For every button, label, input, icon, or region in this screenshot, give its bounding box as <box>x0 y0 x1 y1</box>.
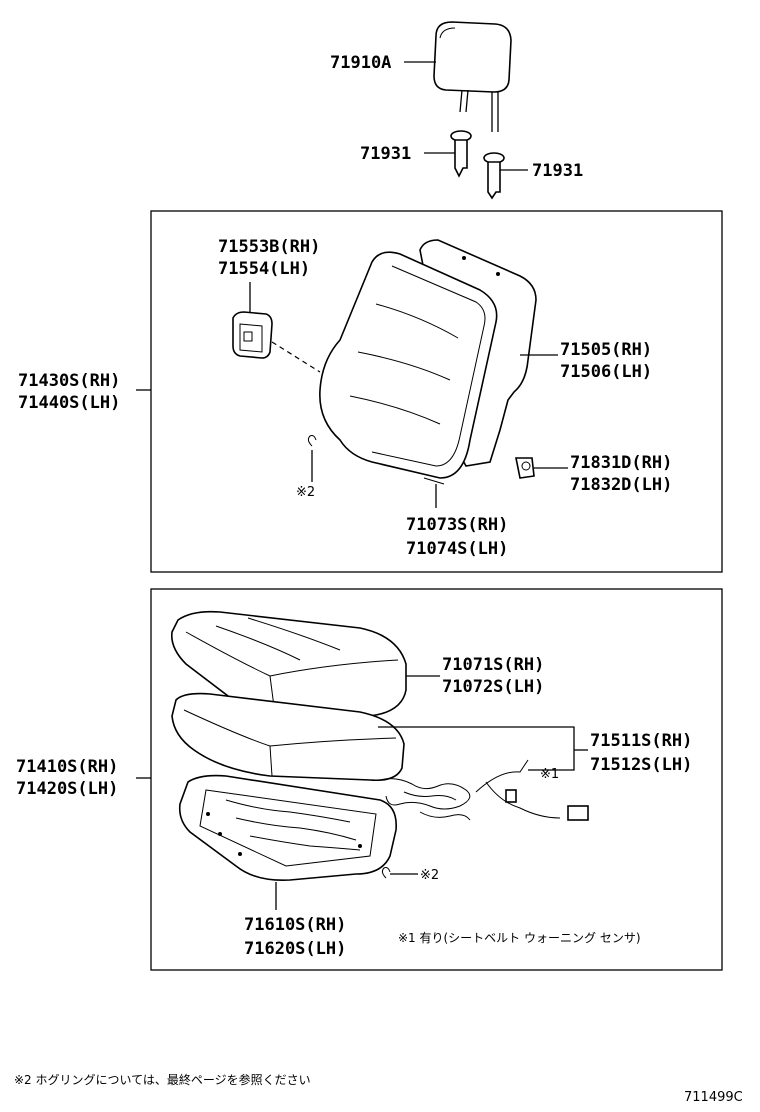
headrest-support-right-illustration <box>483 152 505 200</box>
label-cushion-cover-lh: 71072S(LH) <box>442 677 544 697</box>
label-pad-cover-rh: 71553B(RH) <box>218 237 320 257</box>
label-frame-board-lh: 71506(LH) <box>560 362 652 382</box>
leader-cushion-pad <box>378 726 575 771</box>
cushion-box <box>150 588 723 971</box>
label-hook-lh: 71832D(LH) <box>570 475 672 495</box>
cushion-cover-illustration <box>170 610 407 723</box>
hogring-cushion-icon <box>381 867 391 879</box>
label-seatback-assembly-rh: 71430S(RH) <box>18 371 120 391</box>
label-pad-cover-lh: 71554(LH) <box>218 259 310 279</box>
label-seatback-cover-lh: 71074S(LH) <box>406 539 508 559</box>
label-cushion-pad-rh: 71511S(RH) <box>590 731 692 751</box>
label-seatback-cover-rh: 71073S(RH) <box>406 515 508 535</box>
label-headrest: 71910A <box>330 53 391 73</box>
label-cushion-assembly-lh: 71420S(LH) <box>16 779 118 799</box>
headrest-support-left-illustration <box>450 130 472 178</box>
label-cushion-assembly-rh: 71410S(RH) <box>16 757 118 777</box>
label-cushion-frame-lh: 71620S(LH) <box>244 939 346 959</box>
label-hogring-seatback: ※2 <box>296 485 315 500</box>
cushion-frame-illustration <box>178 774 397 882</box>
label-cushion-cover-rh: 71071S(RH) <box>442 655 544 675</box>
diagram-reference-number: 711499C <box>684 1090 743 1105</box>
note-hogring: ※2 ホグリングについては、最終ページを参照ください <box>14 1072 311 1087</box>
note-sensor: ※1 有り(シートベルト ウォーニング センサ) <box>398 931 641 945</box>
seatbelt-sensor-illustration <box>379 759 589 821</box>
seatback-pad-cover-illustration <box>232 311 273 359</box>
label-support-left: 71931 <box>360 144 411 164</box>
leader-pad-cover-dashed <box>271 341 321 373</box>
headrest-illustration <box>433 21 512 132</box>
label-frame-board-rh: 71505(RH) <box>560 340 652 360</box>
label-sensor-mark: ※1 <box>540 767 559 782</box>
cushion-pad-illustration <box>171 692 405 782</box>
label-cushion-pad-lh: 71512S(LH) <box>590 755 692 775</box>
label-support-right: 71931 <box>532 161 583 181</box>
label-cushion-frame-rh: 71610S(RH) <box>244 915 346 935</box>
seatback-cover-illustration <box>319 251 498 485</box>
label-hogring-cushion: ※2 <box>420 868 439 883</box>
hogring-seatback-icon <box>307 435 317 447</box>
label-hook-rh: 71831D(RH) <box>570 453 672 473</box>
seatback-hook-illustration <box>515 457 535 479</box>
label-seatback-assembly-lh: 71440S(LH) <box>18 393 120 413</box>
seatback-box <box>150 210 723 573</box>
